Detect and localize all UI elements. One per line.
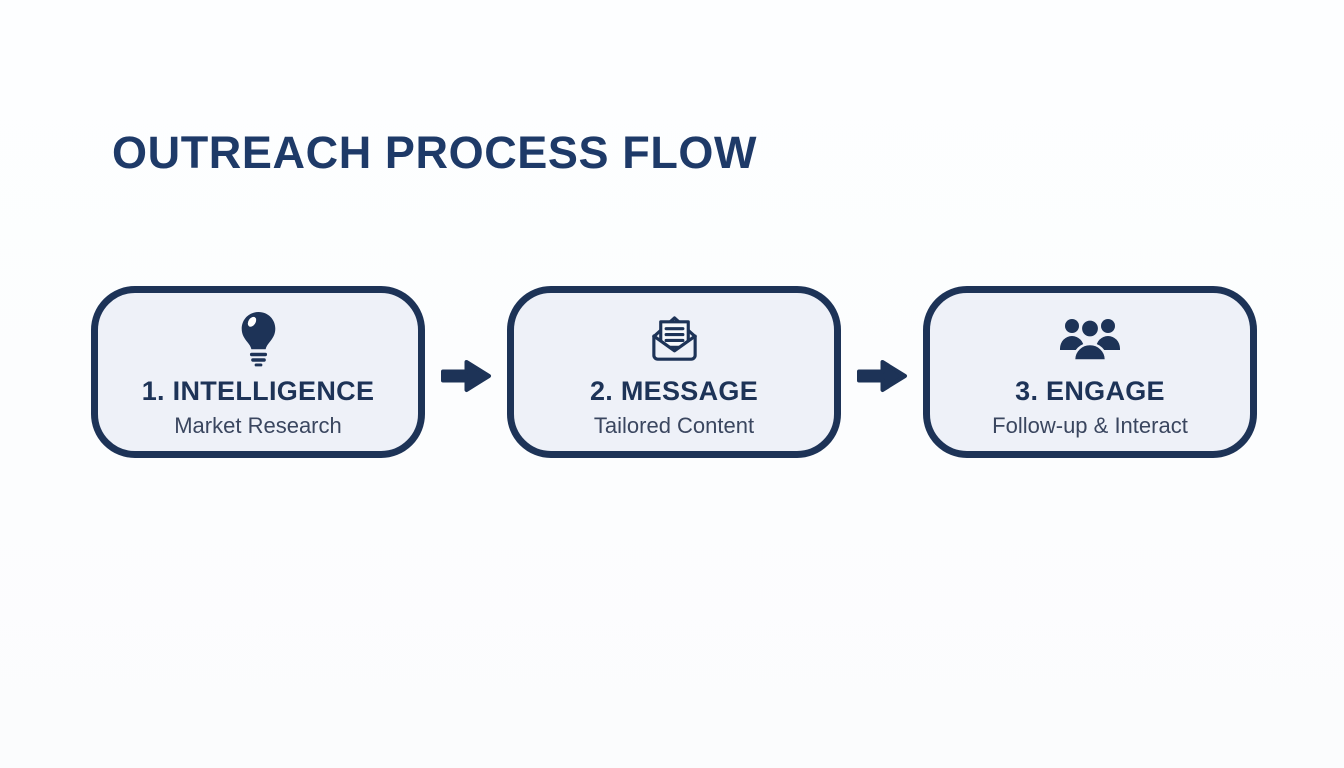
step-heading: 1. INTELLIGENCE — [141, 375, 375, 406]
page-title: OUTREACH PROCESS FLOW — [112, 127, 758, 178]
step-engage: 3. ENGAGE Follow-up & Interact — [923, 286, 1257, 458]
arrow-right-icon — [439, 355, 493, 397]
step-subheading: Market Research — [174, 412, 342, 438]
lightbulb-icon — [240, 310, 277, 368]
step-heading: 3. ENGAGE — [1015, 375, 1165, 406]
arrow-right-icon — [855, 355, 909, 397]
people-icon — [1059, 310, 1121, 368]
step-intelligence: 1. INTELLIGENCE Market Research — [91, 286, 425, 458]
step-message: 2. MESSAGE Tailored Content — [507, 286, 841, 458]
envelope-icon — [646, 310, 703, 368]
process-flow: 1. INTELLIGENCE Market Research — [91, 286, 1257, 458]
step-subheading: Tailored Content — [593, 412, 755, 438]
step-heading: 2. MESSAGE — [589, 375, 759, 406]
step-subheading: Follow-up & Interact — [992, 412, 1188, 438]
